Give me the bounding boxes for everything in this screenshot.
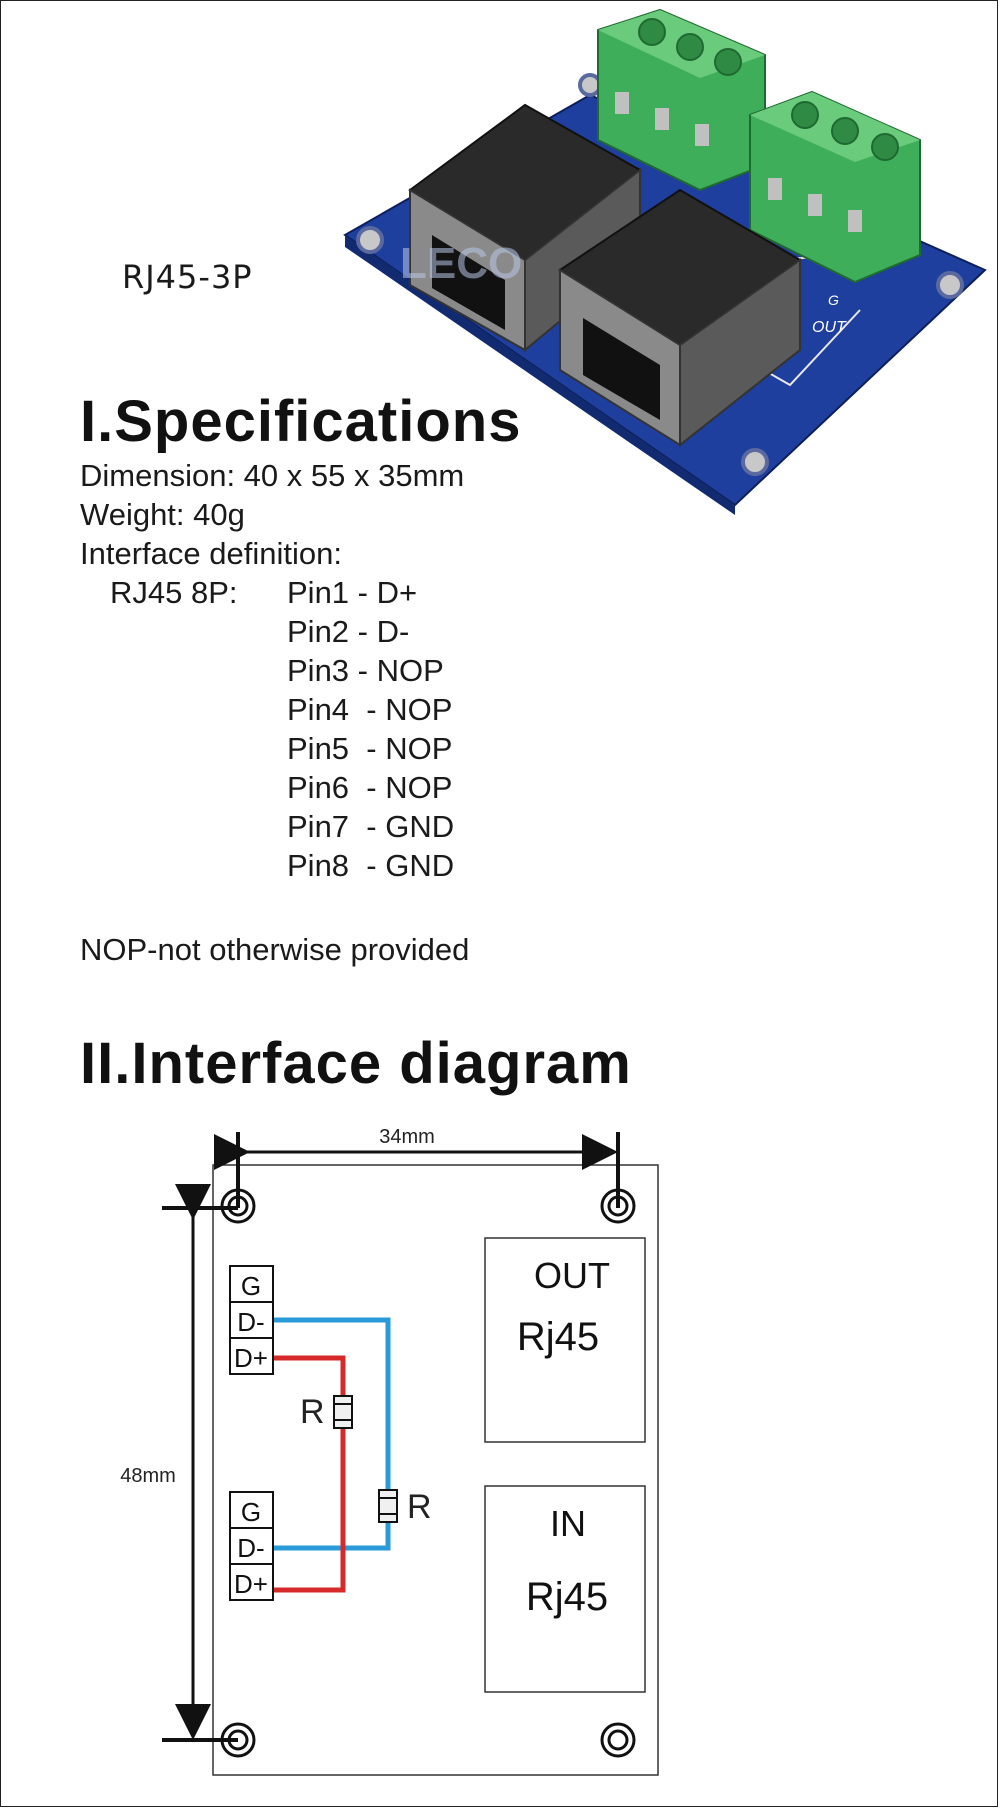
spec-interface-label: Interface definition:: [80, 536, 342, 571]
pin-definition: Pin7 - GND: [287, 809, 455, 844]
terminal-block-bottom-photo: [749, 90, 921, 284]
d-plus-wire: [273, 1355, 346, 1593]
mounting-hole: [220, 1188, 256, 1224]
product-model-label: RJ45-3P: [122, 258, 253, 296]
terminal-label: D-: [237, 1307, 264, 1337]
in-port-type: Rj45: [526, 1575, 608, 1619]
rj45-jack-right-photo: [558, 188, 802, 448]
out-rj45-port: [484, 1237, 646, 1443]
resistor: [333, 1395, 353, 1429]
in-rj45-port: [484, 1485, 646, 1693]
pin-definition: Pin6 - NOP: [287, 770, 453, 805]
resistor-label: R: [407, 1488, 432, 1526]
mounting-hole: [600, 1722, 636, 1758]
pin-definition: Pin3 - NOP: [287, 653, 444, 688]
pin-definition: Pin5 - NOP: [287, 731, 453, 766]
terminal-label: G: [241, 1271, 261, 1301]
terminal-block-top-photo: [597, 8, 766, 192]
mounting-hole: [220, 1722, 256, 1758]
resistor: [378, 1489, 398, 1523]
pin-definition: Pin8 - GND: [287, 848, 455, 883]
pin-definition: Pin2 - D-: [287, 614, 410, 649]
pcb-g-mark: G: [828, 292, 839, 308]
pcb-out-mark: OUT: [812, 319, 847, 336]
terminal-label: G: [241, 1497, 261, 1527]
height-dimension-label: 48mm: [120, 1465, 176, 1487]
out-port-type: Rj45: [517, 1315, 599, 1359]
pin-definition: Pin1 - D+: [287, 575, 418, 610]
terminal-block-top: [229, 1265, 274, 1375]
spec-dimension: Dimension: 40 x 55 x 35mm: [80, 458, 465, 493]
terminal-label: D+: [234, 1343, 268, 1373]
spec-weight: Weight: 40g: [80, 497, 245, 532]
spec-footnote: NOP-not otherwise provided: [80, 932, 470, 967]
photo-watermark: LECO: [400, 239, 522, 288]
terminal-block-bottom: [229, 1491, 274, 1601]
spec-connector-label: RJ45 8P:: [110, 575, 238, 610]
terminal-label: D-: [237, 1533, 264, 1563]
terminal-label: D+: [234, 1569, 268, 1599]
width-dimension-label: 34mm: [379, 1126, 435, 1148]
product-photo: OUT G LECO: [343, 8, 987, 515]
d-minus-wire: [273, 1317, 391, 1551]
resistor-label: R: [300, 1393, 325, 1431]
in-port-label: IN: [550, 1503, 586, 1544]
mounting-hole: [600, 1188, 636, 1224]
pin-definition: Pin4 - NOP: [287, 692, 453, 727]
diagram-heading: II.Interface diagram: [80, 1031, 632, 1096]
specifications-heading: I.Specifications: [80, 389, 522, 454]
out-port-label: OUT: [534, 1255, 610, 1296]
